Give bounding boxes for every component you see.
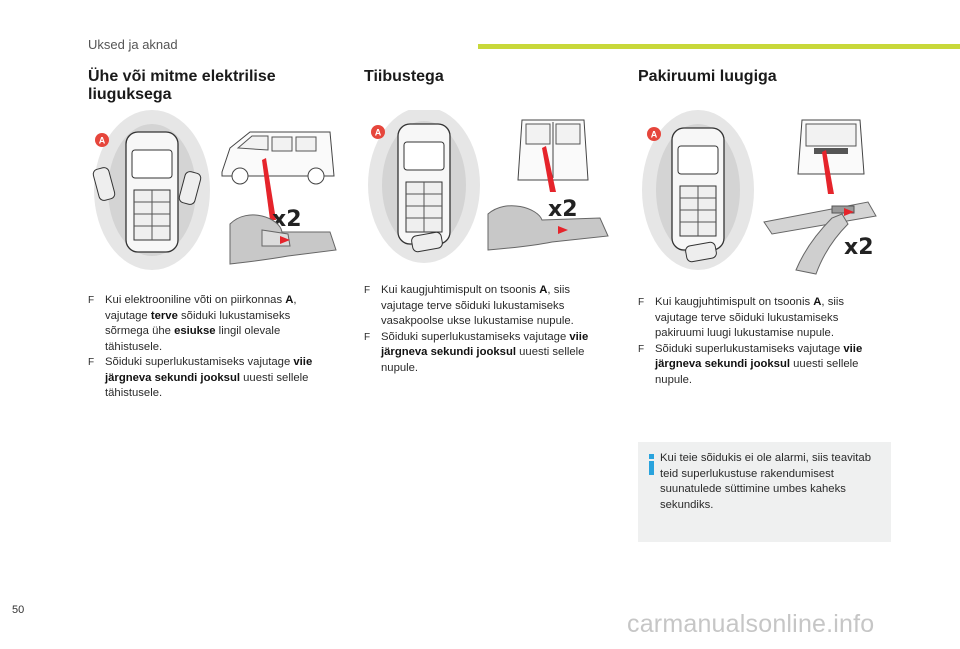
heading-wing-doors: Tiibustega <box>364 68 444 86</box>
key-fob <box>411 231 443 253</box>
info-line: suunatulede süttimine umbes kaheks <box>660 483 846 495</box>
text-run-bold: A <box>813 296 822 308</box>
text-run-bold: järgneva sekundi jooksul <box>381 346 516 358</box>
text-run-bold: järgneva sekundi jooksul <box>105 371 240 384</box>
text-run: , siis <box>821 296 845 308</box>
text-run: vajutage terve sõiduki lukustamiseks <box>655 311 839 324</box>
hand-pressing-handle <box>487 205 609 251</box>
text-run: tähistusele. <box>105 340 163 353</box>
text-run: uuesti sellele <box>239 371 309 384</box>
text-run-bold: terve <box>150 309 178 322</box>
instructions-sliding-doors: F Kui elektrooniline võti on piirkonnas … <box>88 293 348 402</box>
zone-badge <box>647 127 661 141</box>
bullet-icon: F <box>364 331 371 343</box>
text-run: uuesti sellele <box>789 358 859 370</box>
text-run: vajutage <box>105 309 151 322</box>
van-side-view <box>221 131 335 185</box>
text-run: lingil olevale <box>215 325 281 337</box>
bullet-icon: F <box>364 285 371 296</box>
van-top-view <box>125 131 179 253</box>
text-run: sõiduki lukustamiseks <box>177 309 291 322</box>
text-run: Sõiduki superlukustamiseks vajutage <box>105 356 294 368</box>
zone-badge-label: A <box>651 130 658 140</box>
text-run: nupule. <box>381 361 419 374</box>
arrow-icon <box>844 208 854 216</box>
instruction-item: F Kui kaugjuhtimispult on tsoonis A, sii… <box>638 295 898 342</box>
text-run: Kui kaugjuhtimispult on tsoonis <box>381 284 540 296</box>
info-line: teid superlukustuse rakendumisest <box>660 467 834 480</box>
text-run-bold: järgneva sekundi jooksul <box>655 358 790 370</box>
heading-line: liuguksega <box>88 86 172 103</box>
text-run: Kui elektrooniline võti on piirkonnas <box>105 294 286 306</box>
van-rear-view <box>517 119 589 181</box>
zone-badge <box>95 133 109 147</box>
arrow-icon <box>262 158 276 220</box>
press-count-label: x2 <box>548 197 578 222</box>
instruction-item: F Kui kaugjuhtimispult on tsoonis A, sii… <box>364 283 624 330</box>
text-run-bold: viie <box>293 356 313 368</box>
instruction-item: F Sõiduki superlukustamiseks vajutage vi… <box>364 330 624 377</box>
bullet-icon: F <box>638 297 645 308</box>
zone-badge <box>371 125 385 139</box>
bullet-icon: F <box>88 357 95 368</box>
text-run: Sõiduki superlukustamiseks vajutage <box>655 342 844 355</box>
van-top-view <box>397 123 451 245</box>
text-run: , <box>293 294 297 306</box>
accent-bar <box>478 44 960 49</box>
info-note-text: Kui teie sõidukis ei ole alarmi, siis te… <box>660 451 886 513</box>
text-run-bold: viie <box>843 342 863 355</box>
arrow-icon <box>280 236 290 244</box>
key-fob <box>685 241 717 263</box>
key-fob-left <box>92 167 116 201</box>
text-run: vasakpoolse ukse lukustamise nupule. <box>381 315 574 327</box>
text-run: tähistusele. <box>105 387 163 399</box>
info-line: sekundiks. <box>660 498 714 511</box>
bullet-icon: F <box>88 295 95 306</box>
heading-line: Pakiruumi luugiga <box>638 68 777 85</box>
text-run-bold: A <box>285 294 294 306</box>
hand-pressing-handle <box>229 214 337 265</box>
press-count-label: x2 <box>844 235 874 260</box>
text-run: nupule. <box>655 373 693 386</box>
text-run: Kui kaugjuhtimispult on tsoonis <box>655 296 814 308</box>
illustration-tailgate-locking: A x2 <box>642 110 877 275</box>
text-run-bold: viie <box>569 330 589 343</box>
arrow-icon <box>822 150 834 194</box>
van-top-view <box>671 127 725 251</box>
zone-badge-label: A <box>375 128 382 138</box>
zone-badge-label: A <box>99 136 106 146</box>
text-run-bold: A <box>539 284 548 296</box>
arrow-icon <box>542 146 556 192</box>
text-run: Sõiduki superlukustamiseks vajutage <box>381 330 570 343</box>
instruction-item: F Kui elektrooniline võti on piirkonnas … <box>88 293 348 355</box>
illustration-wing-door-locking: A x2 <box>368 110 609 263</box>
text-run: vajutage terve sõiduki lukustamiseks <box>381 299 565 312</box>
key-fob-right <box>178 171 202 205</box>
page-number: 50 <box>12 604 25 616</box>
instruction-item: F Sõiduki superlukustamiseks vajutage vi… <box>88 355 348 402</box>
info-icon <box>648 454 655 475</box>
section-title: Uksed ja aknad <box>88 37 178 52</box>
instructions-tailgate: F Kui kaugjuhtimispult on tsoonis A, sii… <box>638 295 898 388</box>
heading-sliding-doors: Ühe või mitme elektrilise liuguksega <box>88 68 276 104</box>
arrow-icon <box>558 226 568 234</box>
text-run: sõrmega ühe <box>105 325 175 337</box>
instructions-wing-doors: F Kui kaugjuhtimispult on tsoonis A, sii… <box>364 283 624 376</box>
text-run: uuesti sellele <box>515 346 585 358</box>
illustration-sliding-door-locking: A x2 <box>92 110 337 270</box>
heading-line: Tiibustega <box>364 68 444 85</box>
heading-line: Ühe või mitme elektrilise <box>88 68 276 85</box>
text-run: , siis <box>547 284 571 296</box>
instruction-item: F Sõiduki superlukustamiseks vajutage vi… <box>638 342 898 389</box>
info-note-box: Kui teie sõidukis ei ole alarmi, siis te… <box>638 442 891 542</box>
van-rear-view <box>797 119 865 175</box>
text-run: pakiruumi luugi lukustamise nupule. <box>655 327 834 339</box>
text-run-bold: esiukse <box>174 325 216 337</box>
info-line: Kui teie sõidukis ei ole alarmi, siis te… <box>660 452 871 464</box>
hand-pressing-handle <box>763 201 877 275</box>
heading-tailgate: Pakiruumi luugiga <box>638 68 777 86</box>
bullet-icon: F <box>638 343 645 355</box>
watermark: carmanualsonline.info <box>627 610 875 638</box>
